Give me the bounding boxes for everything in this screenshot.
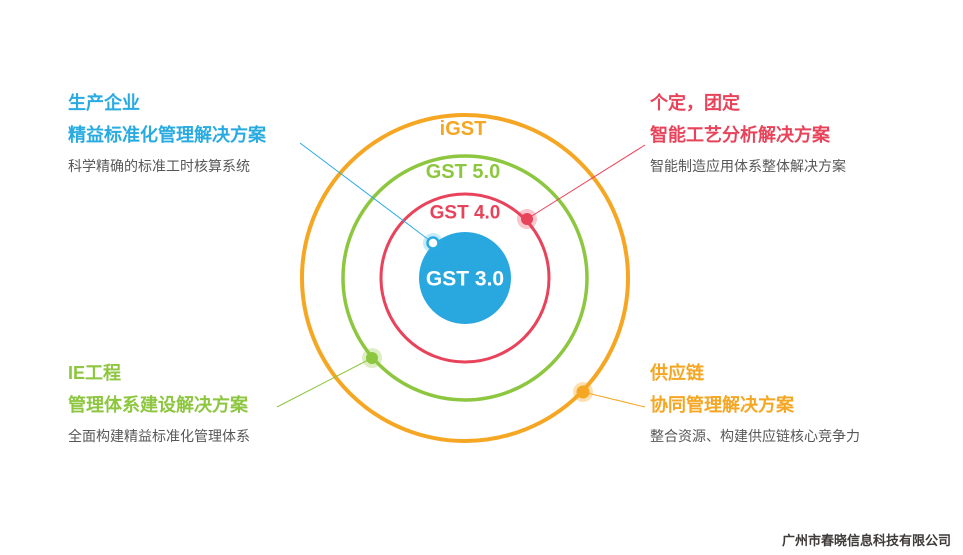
ring-label-gst5: GST 5.0 <box>426 161 500 183</box>
ring-gst4 <box>379 192 551 364</box>
callout-bottom-right: 供应链 协同管理解决方案 整合资源、构建供应链核心竞争力 <box>650 364 910 443</box>
connector-dot-bottom-right <box>573 382 593 402</box>
connector-line-bottom-left <box>276 357 373 408</box>
callout-desc: 科学精确的标准工时核算系统 <box>68 158 250 174</box>
callout-desc: 全面构建精益标准化管理体系 <box>68 428 250 444</box>
callout-desc: 智能制造应用体系整体解决方案 <box>650 158 846 174</box>
connector-dot-top-right <box>517 209 537 229</box>
callout-subtitle: 协同管理解决方案 <box>650 395 794 415</box>
company-name: 广州市春晓信息科技有限公司 <box>781 533 951 548</box>
callout-top-right: 个定，团定 智能工艺分析解决方案 智能制造应用体系整体解决方案 <box>650 94 910 173</box>
connector-dot-bottom-left <box>362 348 382 368</box>
callout-title: 生产企业 <box>68 93 140 113</box>
callout-top-left: 生产企业 精益标准化管理解决方案 科学精确的标准工时核算系统 <box>68 94 328 173</box>
connector-line-top-left <box>299 142 434 244</box>
callout-subtitle: 精益标准化管理解决方案 <box>68 125 266 145</box>
connector-line-top-right <box>526 144 646 220</box>
callout-title: 供应链 <box>650 363 704 383</box>
connector-line-bottom-right <box>582 391 646 408</box>
connector-dot-top-left <box>423 233 443 253</box>
callout-subtitle: 管理体系建设解决方案 <box>68 395 248 415</box>
circle-gst3 <box>419 232 511 324</box>
ring-igst <box>300 113 630 443</box>
ring-label-gst4: GST 4.0 <box>430 203 501 224</box>
ring-label-gst3: GST 3.0 <box>426 268 504 291</box>
callout-bottom-left: IE工程 管理体系建设解决方案 全面构建精益标准化管理体系 <box>68 364 328 443</box>
callout-title: IE工程 <box>68 363 122 383</box>
callout-title: 个定，团定 <box>650 93 740 113</box>
ring-label-igst: iGST <box>440 118 487 140</box>
ring-gst5 <box>341 154 589 402</box>
callout-desc: 整合资源、构建供应链核心竞争力 <box>650 428 860 444</box>
callout-subtitle: 智能工艺分析解决方案 <box>650 125 830 145</box>
